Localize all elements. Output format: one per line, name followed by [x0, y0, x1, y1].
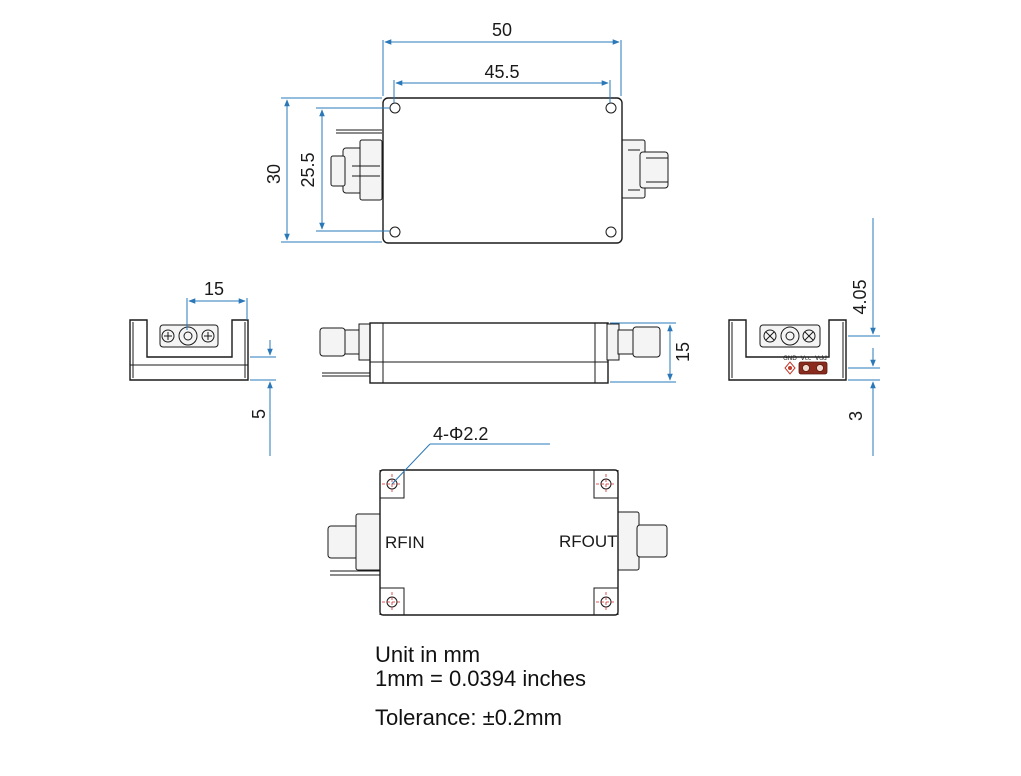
front-left-connector — [319, 323, 372, 377]
bottom-right-connector — [612, 511, 668, 571]
mounting-hole-tr — [593, 470, 619, 499]
dim-front-height-15: 15 — [673, 342, 693, 362]
dim-left-view-15: 15 — [204, 279, 224, 299]
top-view-body — [382, 97, 623, 244]
front-view-body — [369, 322, 609, 384]
top-left-connector — [330, 129, 383, 201]
right-view-connector-plate — [759, 324, 821, 348]
unit-note: Unit in mm — [375, 642, 481, 667]
dim-hole-spacing-y: 25.5 — [298, 152, 318, 187]
left-side-view: 15 5 — [129, 279, 276, 456]
hole-callout: 4-Φ2.2 — [433, 424, 488, 444]
terminal-block: GND Vcc Vdd — [783, 355, 828, 375]
bottom-view-body — [379, 469, 619, 616]
left-view-connector-plate — [159, 324, 219, 348]
front-view: 15 — [319, 322, 693, 384]
front-right-connector — [606, 323, 661, 361]
dim-hole-spacing-x: 45.5 — [484, 62, 519, 82]
dim-height-30: 30 — [264, 164, 284, 184]
top-view: 50 45.5 30 25.5 — [264, 20, 669, 244]
terminal-label-gnd: GND — [783, 355, 797, 362]
port-label-rfout: RFOUT — [559, 532, 618, 551]
conversion-note: 1mm = 0.0394 inches — [375, 666, 586, 691]
dim-right-view-405: 4.05 — [850, 279, 870, 314]
top-right-connector — [620, 139, 669, 199]
tolerance-note: Tolerance: ±0.2mm — [375, 705, 562, 730]
dim-left-view-5: 5 — [249, 409, 269, 419]
dim-right-view-3: 3 — [846, 411, 866, 421]
terminal-label-vcc: Vcc — [801, 355, 812, 362]
right-side-view: GND Vcc Vdd 4.05 3 — [728, 218, 880, 456]
bottom-view: 4-Φ2.2 RFIN RFOUT — [327, 424, 668, 616]
mounting-hole-bl — [379, 587, 405, 615]
mounting-hole-br — [593, 587, 619, 615]
terminal-label-vdd: Vdd — [815, 355, 827, 362]
port-label-rfin: RFIN — [385, 533, 425, 552]
dim-width-50: 50 — [492, 20, 512, 40]
bottom-left-connector — [327, 513, 383, 576]
